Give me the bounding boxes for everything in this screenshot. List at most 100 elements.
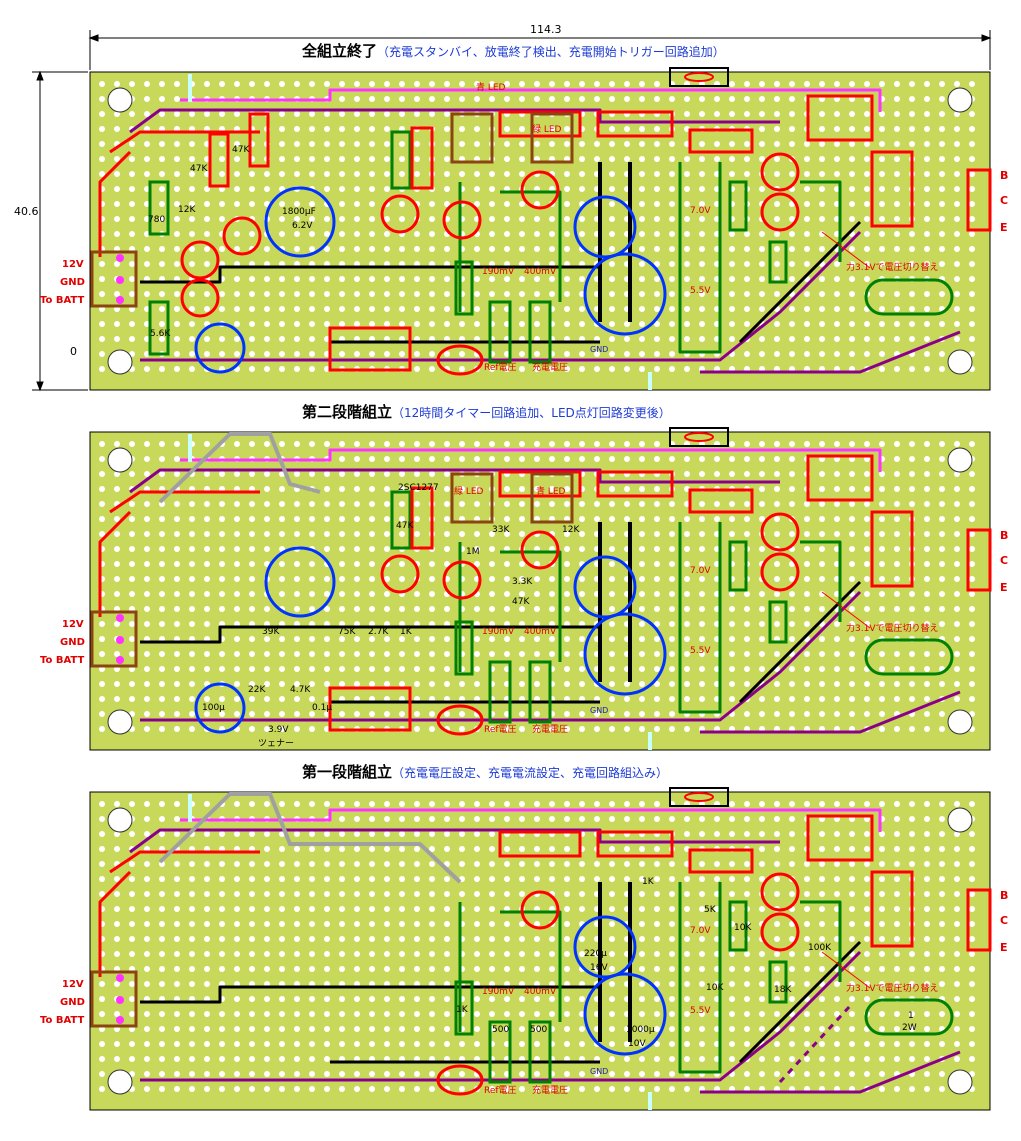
b1-v190: 190mV <box>482 267 515 277</box>
b1-chg: 充電電圧 <box>532 363 569 373</box>
b2-note: 力3.1Vで電圧切り替え <box>846 624 939 634</box>
trimmer <box>436 1064 484 1096</box>
trace-12v-left <box>98 870 132 977</box>
b1-v400: 400mV <box>524 267 557 277</box>
b3-cap1000: 1000μ <box>626 1025 655 1035</box>
b3-r1k: 1K <box>642 877 654 887</box>
trace-purple-bottom2 <box>700 330 961 374</box>
power-resistor <box>864 998 954 1036</box>
ic-dip <box>328 686 412 732</box>
trace-12v <box>109 130 260 154</box>
b3-r10k: 10K <box>734 923 752 933</box>
resistor <box>528 1020 552 1084</box>
b3-r1k2: 1K <box>456 1005 468 1015</box>
led-holder2 <box>530 472 574 524</box>
trace-gnd <box>140 625 600 644</box>
resistor-47k2 <box>248 112 270 168</box>
terminal-pin <box>116 614 124 622</box>
trace-purple <box>129 468 780 494</box>
transistor <box>520 170 560 210</box>
b2-r39k: 39K <box>262 627 280 637</box>
b3-label-gnd: GND <box>60 997 85 1008</box>
capacitor-large <box>583 612 667 696</box>
capacitor-1800 <box>264 186 336 258</box>
zero-dimension: 0 <box>70 345 77 358</box>
resistor-780 <box>148 180 170 236</box>
transistor <box>222 216 262 256</box>
capacitor-medium <box>573 195 637 259</box>
b1-label-c: C <box>1000 194 1009 207</box>
dashed-trace <box>778 1004 852 1084</box>
relay-box <box>498 110 582 138</box>
led-holder <box>450 472 494 524</box>
b3-r1w2: 2W <box>902 1023 917 1033</box>
b3-v70: 7.0V <box>690 926 711 936</box>
width-dimension: 114.3 <box>530 23 562 36</box>
capacitor-100 <box>194 682 246 734</box>
resistor <box>454 980 474 1036</box>
terminal-pin <box>116 296 124 304</box>
resistor <box>454 260 474 316</box>
b1-r12k: 12K <box>178 205 196 215</box>
b2-r1m: 1M <box>466 547 480 557</box>
b1-v70: 7.0V <box>690 206 711 216</box>
b2-cap100: 100μ <box>202 703 225 713</box>
b2-label-e: E <box>1000 581 1008 594</box>
trace-green3 <box>678 162 722 354</box>
ic-box <box>596 830 674 858</box>
b3-note: 力3.1Vで電圧切り替え <box>846 984 939 994</box>
trace-green2 <box>500 910 562 1022</box>
resistor <box>454 620 474 676</box>
terminal-pin <box>116 1016 124 1024</box>
trace-magenta-top <box>180 88 882 112</box>
dimension-lines <box>32 30 992 392</box>
height-dimension: 40.6 <box>14 205 39 218</box>
trace-purple <box>129 828 780 854</box>
bce-terminal <box>966 888 992 952</box>
b2-label-c: C <box>1000 554 1009 567</box>
b2-zener2: ツェナー <box>258 739 295 749</box>
b2-v190: 190mV <box>482 627 515 637</box>
mounting-hole <box>107 87 133 113</box>
b2-label-gnd: GND <box>60 637 85 648</box>
board2-title: 第二段階組立（12時間タイマー回路追加、LED点灯回路変更後） <box>302 403 671 421</box>
b3-v190: 190mV <box>482 987 515 997</box>
mounting-hole <box>947 87 973 113</box>
b3-gnd: GND <box>590 1067 609 1076</box>
b3-ref: Ref電圧 <box>484 1086 517 1096</box>
b1-ref: Ref電圧 <box>484 363 517 373</box>
relay-right <box>806 94 874 142</box>
trace-purple-bottom2 <box>700 1050 961 1094</box>
b1-r56k: 5.6K <box>150 329 171 339</box>
b1-r47k: 47K <box>190 164 208 174</box>
b2-r27k: 2.7K <box>368 627 389 637</box>
b1-label-batt: To BATT <box>40 295 85 306</box>
transistor <box>760 152 800 192</box>
trace-12v <box>109 490 260 514</box>
terminal-pin <box>116 254 124 262</box>
terminal-pin <box>116 276 124 284</box>
mounting-hole <box>947 1069 973 1095</box>
trimmer <box>436 704 484 736</box>
trace-12v-left <box>98 510 132 617</box>
mounting-hole <box>947 709 973 735</box>
capacitor-medium <box>573 915 637 979</box>
b3-r1w: 1 <box>908 1011 914 1021</box>
b2-ref: Ref電圧 <box>484 725 517 735</box>
transistor <box>760 912 800 952</box>
capacitor-large <box>583 972 667 1056</box>
mounting-hole <box>947 447 973 473</box>
capacitor-large <box>583 252 667 336</box>
trace-purple-bottom <box>140 230 862 362</box>
transistor <box>520 890 560 930</box>
resistor <box>488 300 512 364</box>
b1-label-12v: 12V <box>62 259 84 270</box>
b2-label-b: B <box>1000 529 1009 542</box>
transistor <box>180 240 220 280</box>
board-2 <box>89 427 992 751</box>
resistor <box>528 660 552 724</box>
terminal-pin <box>116 656 124 664</box>
gray-wire <box>158 432 321 504</box>
resistor <box>768 240 788 284</box>
